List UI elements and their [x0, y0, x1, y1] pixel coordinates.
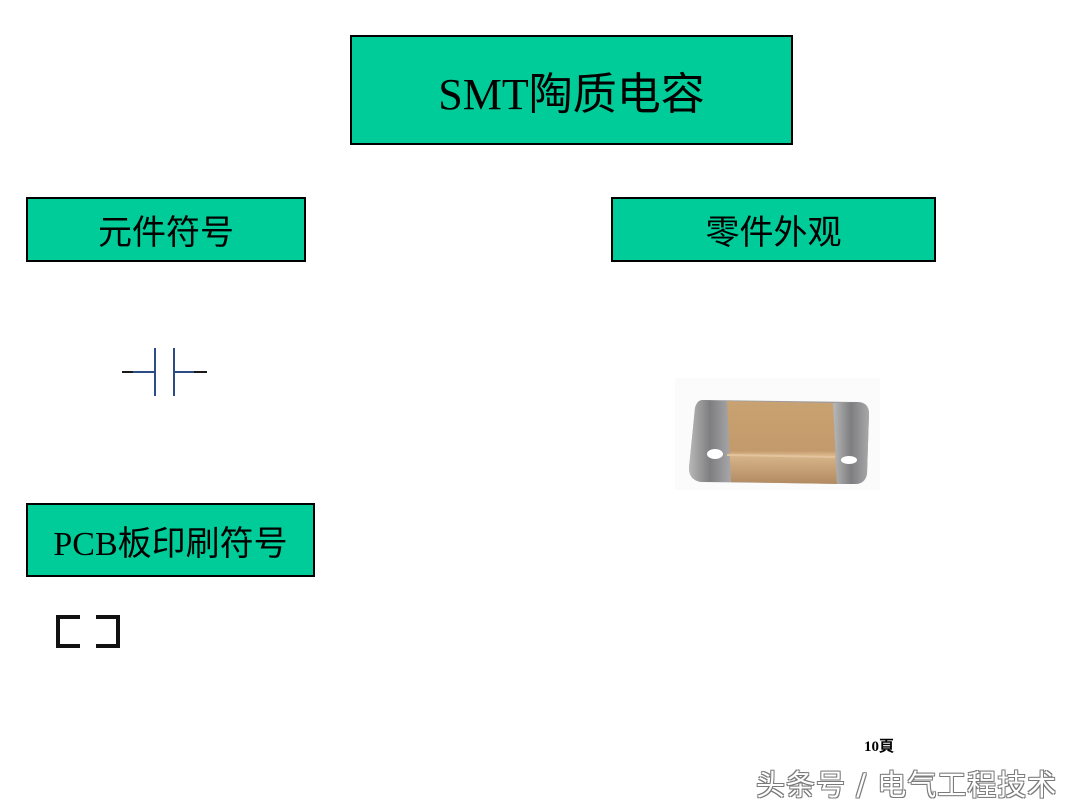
pcb-symbol-heading-box: PCB板印刷符号 — [26, 503, 315, 577]
component-symbol-heading-box: 元件符号 — [26, 197, 306, 262]
slide-title: SMT陶质电容 — [438, 70, 705, 119]
slide-title-box: SMT陶质电容 — [350, 35, 793, 145]
component-appearance-heading: 零件外观 — [705, 215, 842, 252]
smd-ceramic-capacitor-image — [675, 378, 880, 490]
pcb-silkscreen-outline-icon — [56, 615, 120, 648]
page-number: 10頁 — [864, 739, 895, 755]
capacitor-schematic-icon — [122, 348, 207, 396]
pcb-symbol-heading: PCB板印刷符号 — [53, 525, 288, 563]
component-symbol-heading: 元件符号 — [98, 215, 234, 252]
component-appearance-heading-box: 零件外观 — [611, 197, 936, 262]
watermark-text: 头条号 / 电气工程技术 — [756, 768, 1058, 802]
